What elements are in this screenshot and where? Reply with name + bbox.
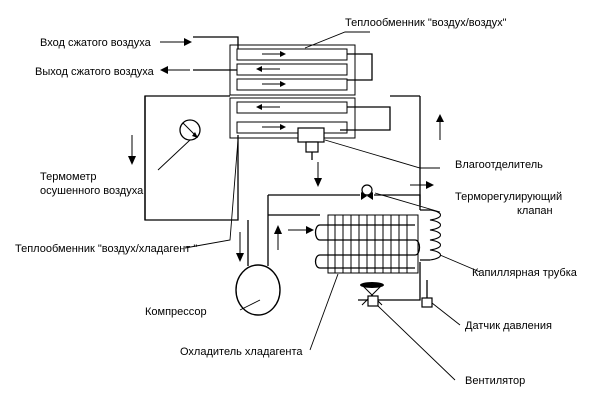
label-air-out: Выход сжатого воздуха [35,66,155,78]
fan [360,282,384,307]
leader-lines [157,31,481,381]
label-fan: Вентилятор [465,375,525,387]
label-condenser: Охладитель хладагента [180,346,303,358]
air-outlet-line [160,66,237,74]
label-valve-2: клапан [517,205,553,217]
hx-right-loop [347,53,373,81]
refrigerant-lines [268,95,444,301]
thermostatic-valve [361,184,373,200]
label-valve-1: Терморегулирующий [455,191,562,203]
capillary-coil [420,209,441,261]
dried-air-loop [128,95,239,221]
label-air-ref-hx: Теплообменник "воздух/хладагент " [15,243,197,255]
compressor [235,195,282,316]
label-thermometer-2: осушенного воздуха [40,185,144,197]
thermometer [179,119,201,141]
label-compressor: Компрессор [145,306,207,318]
label-air-air-hx: Теплообменник "воздух/воздух" [345,17,507,29]
label-air-in: Вход сжатого воздуха [40,37,152,49]
air-refrigerant-heat-exchanger [229,97,356,139]
air-air-heat-exchanger [229,44,356,96]
label-capillary: Капиллярная трубка [472,267,578,279]
hx-lower-right-loop [340,106,391,131]
condenser-coil [314,214,421,274]
air-inlet-line [160,36,239,49]
pressure-sensor [421,280,433,308]
label-separator: Влагоотделитель [455,159,543,171]
moisture-separator [297,127,325,187]
label-pressure-sensor: Датчик давления [465,320,552,332]
label-thermometer-1: Термометр [40,171,97,183]
